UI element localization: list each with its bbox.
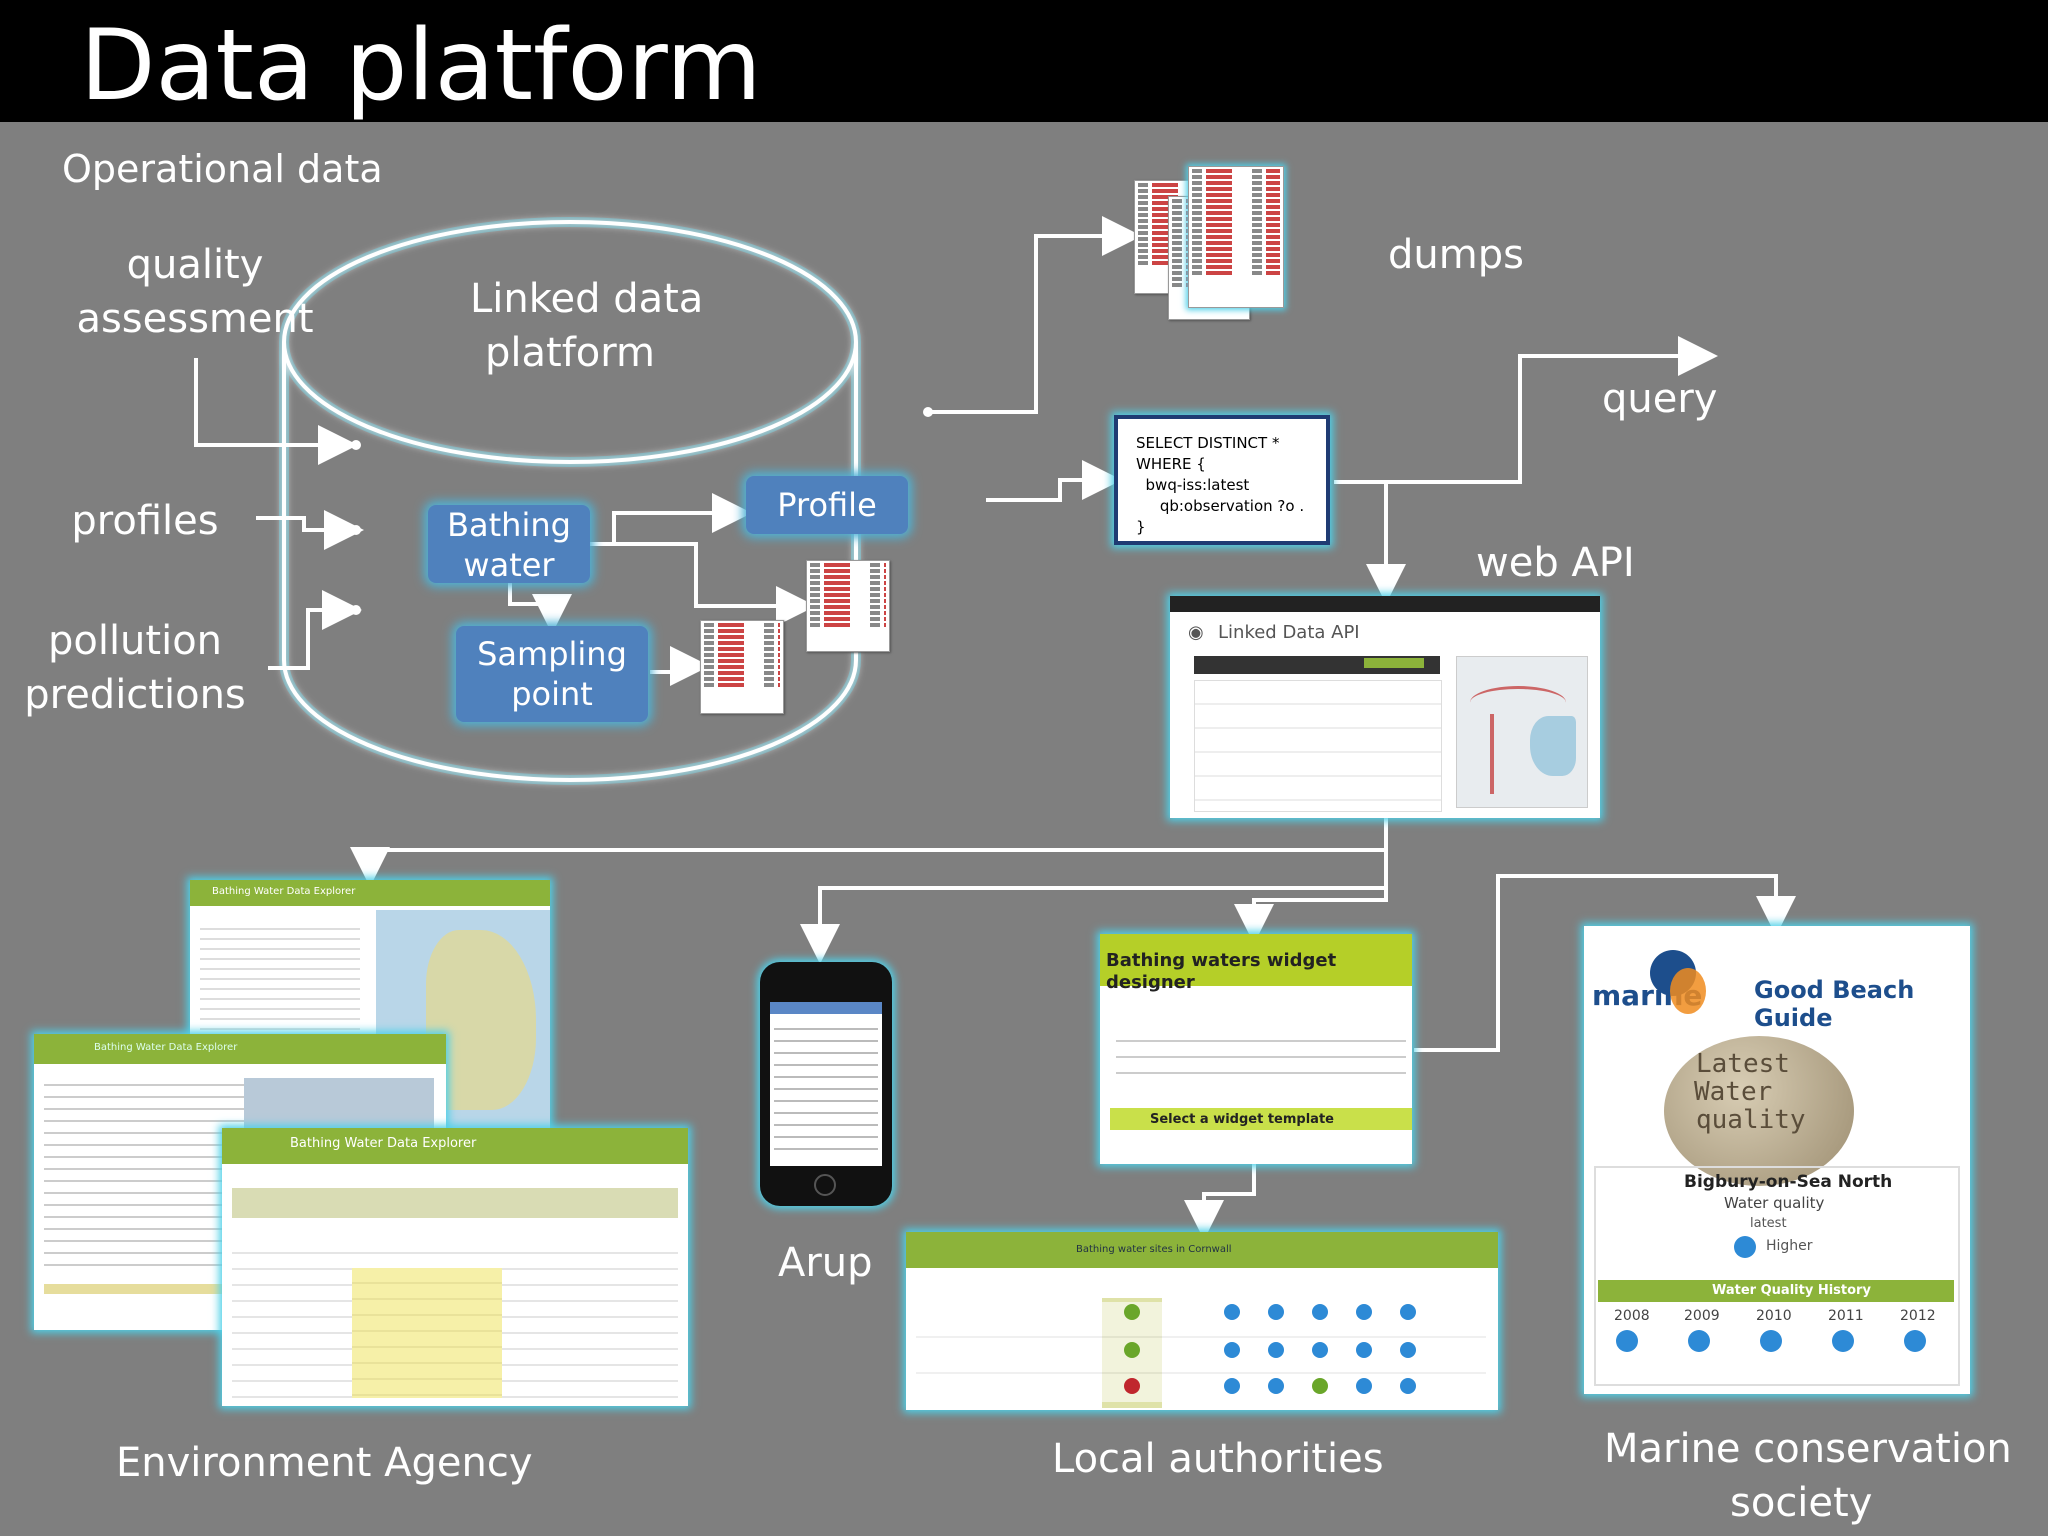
beach-name: Bigbury-on-Sea North [1684, 1172, 1893, 1192]
cornwall-widget-screenshot: Bathing water sites in Cornwall [906, 1232, 1498, 1410]
label-query: query [1602, 376, 1718, 422]
widget-step: Select a widget template [1150, 1112, 1334, 1127]
platform-label-1: Linked data [470, 276, 704, 322]
year-label: 2012 [1900, 1308, 1936, 1324]
home-button-icon [814, 1174, 836, 1196]
node-bathing-label-1: Bathing [447, 506, 571, 544]
stone-image [1664, 1036, 1854, 1186]
wire-ea [350, 818, 1388, 887]
inputs-heading: Operational data [62, 147, 383, 191]
widget-title: Bathing waters widget designer [1106, 950, 1337, 993]
label-marine-2: society [1730, 1480, 1873, 1526]
input-pollution: pollution [47, 618, 223, 664]
wire-dumps [926, 216, 1142, 414]
year-label: 2011 [1828, 1308, 1864, 1324]
stone-text-3: quality [1696, 1105, 1806, 1135]
cornwall-title: Bathing water sites in Cornwall [1076, 1244, 1232, 1255]
input-assessment: assessment [76, 296, 314, 342]
data-table-icon [700, 620, 784, 714]
higher-label: Higher [1766, 1238, 1813, 1254]
sparql-query-box: SELECT DISTINCT * WHERE { bwq-iss:latest… [1114, 415, 1330, 545]
node-sampling-point: Sampling point [456, 626, 648, 722]
label-arup: Arup [778, 1240, 873, 1286]
wire-arup [800, 850, 1388, 964]
wire-node-profile [590, 493, 752, 546]
node-bathing-water: Bathing water [428, 505, 590, 584]
wire-query [1334, 336, 1718, 484]
label-local-authorities: Local authorities [1052, 1436, 1384, 1482]
cylinder-body [282, 342, 858, 782]
latest-label: latest [1750, 1216, 1787, 1231]
year-label: 2009 [1684, 1308, 1720, 1324]
platform-label-2: platform [485, 330, 655, 376]
wire-query-box [986, 460, 1122, 502]
data-table-icon [806, 560, 890, 652]
explorer-title-2: Bathing Water Data Explorer [94, 1042, 238, 1053]
wire-local [1234, 888, 1388, 944]
wire-profiles [256, 510, 364, 550]
wire-quality [194, 358, 358, 465]
water-quality-label: Water quality [1724, 1194, 1825, 1212]
arup-phone-app [760, 962, 892, 1206]
api-title: Linked Data API [1218, 622, 1360, 643]
year-label: 2008 [1614, 1308, 1650, 1324]
linked-data-api-screenshot: ◉ Linked Data API [1170, 596, 1600, 818]
title-bar [0, 0, 2048, 122]
page-title: Data platform [80, 9, 762, 123]
wire-node-sample-table [650, 646, 710, 686]
node-sampling-label-1: Sampling [477, 635, 627, 673]
history-label: Water Quality History [1712, 1283, 1871, 1298]
good-beach-guide-title: Good Beach Guide [1754, 976, 1915, 1032]
wire-node-sampling [508, 582, 572, 634]
stone-text-1: Latest [1696, 1049, 1790, 1079]
label-dumps: dumps [1388, 232, 1524, 278]
widget-designer-screenshot: Bathing waters widget designer Select a … [1100, 934, 1412, 1164]
node-bathing-label-2: water [463, 546, 555, 584]
wire-mcs [1414, 874, 1796, 1052]
good-beach-guide-screenshot: marine Good Beach Guide Latest Water qua… [1584, 926, 1970, 1394]
ea-pollution-predictions-screenshot: Bathing Water Data Explorer [222, 1128, 688, 1406]
label-web-api: web API [1476, 540, 1635, 586]
input-predictions: predictions [24, 672, 246, 718]
wire-node-table [590, 542, 816, 626]
quality-dot [1734, 1236, 1756, 1258]
node-sampling-label-2: point [511, 675, 593, 713]
node-profile: Profile [746, 476, 908, 534]
year-label: 2010 [1756, 1308, 1792, 1324]
wire-pollution [268, 590, 362, 670]
explorer-title: Bathing Water Data Explorer [212, 886, 356, 897]
input-quality: quality [126, 242, 264, 288]
input-profiles: profiles [71, 498, 219, 544]
explorer-title-3: Bathing Water Data Explorer [290, 1136, 477, 1151]
wire-widget-cornwall [1184, 1164, 1256, 1240]
label-marine-1: Marine conservation [1604, 1426, 2012, 1472]
share-icon: ◉ [1188, 622, 1204, 643]
label-environment-agency: Environment Agency [116, 1440, 533, 1486]
stone-text-2: Water [1694, 1077, 1773, 1107]
dump-file-icon [1188, 166, 1284, 308]
